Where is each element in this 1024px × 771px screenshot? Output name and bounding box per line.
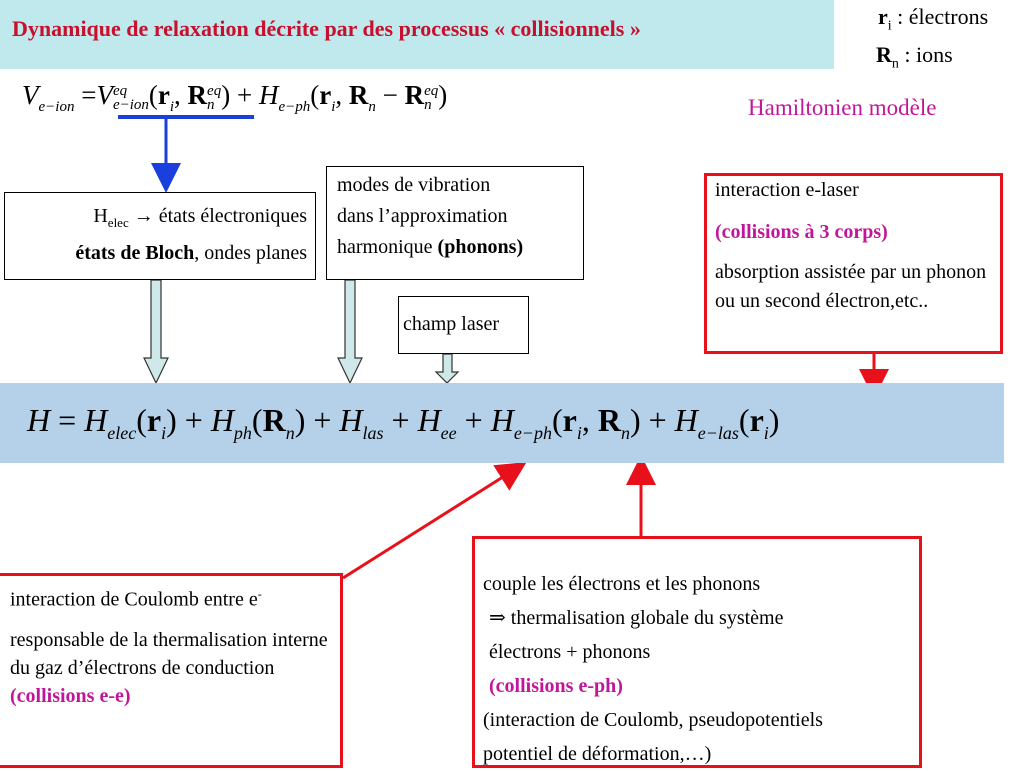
legend-ions: Rn : ions bbox=[876, 42, 953, 72]
legend-electrons: ri : électrons bbox=[878, 4, 988, 34]
phonon-line3: harmonique (phonons) bbox=[337, 236, 524, 258]
legend-r-symbol: r bbox=[878, 4, 888, 29]
coulomb-line2: responsable de la thermalisation interne… bbox=[10, 628, 328, 679]
coulomb-collisions: (collisions e-e) bbox=[10, 684, 131, 707]
hamiltonian-band bbox=[0, 383, 1004, 463]
eph-collisions: (collisions e-ph) bbox=[489, 675, 623, 697]
elaser-collisions: (collisions à 3 corps) bbox=[715, 221, 888, 243]
red-arrow-coulomb bbox=[342, 461, 527, 580]
hollow-arrow-laser bbox=[434, 353, 460, 384]
eph-line2: ⇒ thermalisation globale du système bbox=[489, 607, 784, 629]
legend-R-symbol: R bbox=[876, 42, 892, 67]
phonon-line2: dans l’approximation bbox=[337, 205, 508, 227]
eph-line6: potentiel de déformation,…) bbox=[483, 743, 712, 765]
title-bar bbox=[0, 0, 834, 69]
elec-line1: Helec → états électroniques bbox=[93, 205, 307, 230]
elaser-line3: absorption assistée par un phonon ou un … bbox=[715, 261, 987, 312]
hamiltonian-model-label: Hamiltonien modèle bbox=[748, 95, 937, 120]
eph-line1: couple les électrons et les phonons bbox=[483, 573, 761, 595]
legend-r-sub: i bbox=[887, 18, 892, 34]
phonon-line1: modes de vibration bbox=[337, 174, 491, 196]
eph-coupling-box: couple les électrons et les phonons ⇒ th… bbox=[472, 536, 922, 768]
elaser-box: interaction e-laser (collisions à 3 corp… bbox=[704, 173, 1003, 354]
elec-line2: états de Bloch, ondes planes bbox=[75, 242, 307, 264]
hamiltonian-equation: H = Helec(ri) + Hph(Rn) + Hlas + Hee + H… bbox=[27, 402, 780, 443]
phonon-modes-box: modes de vibration dans l’approximation … bbox=[326, 166, 584, 280]
legend-r-text: : électrons bbox=[891, 4, 989, 29]
legend-R-text: : ions bbox=[898, 42, 953, 67]
coulomb-line1: interaction de Coulomb entre e- bbox=[10, 587, 262, 611]
legend-R-sub: n bbox=[891, 56, 899, 72]
slide-title: Dynamique de relaxation décrite par des … bbox=[12, 16, 641, 41]
eph-line5: (interaction de Coulomb, pseudopotentiel… bbox=[483, 709, 823, 731]
laser-text: champ laser bbox=[403, 313, 500, 335]
elec-states-box: Helec → états électroniques états de Blo… bbox=[4, 192, 316, 280]
hollow-arrow-phonon bbox=[337, 279, 363, 385]
laser-field-box: champ laser bbox=[398, 296, 529, 354]
eph-line3: électrons + phonons bbox=[489, 641, 651, 663]
coulomb-box: interaction de Coulomb entre e- responsa… bbox=[0, 573, 343, 768]
elaser-line1: interaction e-laser bbox=[715, 179, 859, 201]
hollow-arrow-elec bbox=[143, 279, 169, 385]
